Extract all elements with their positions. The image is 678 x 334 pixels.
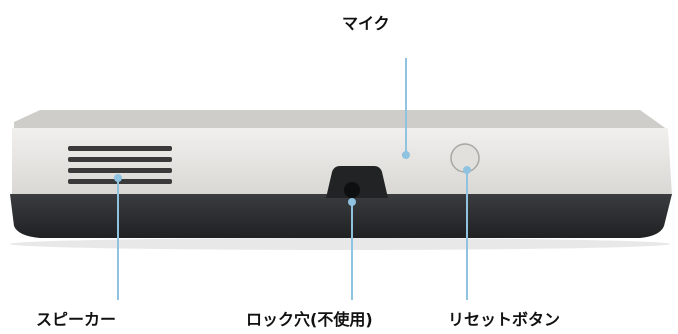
speaker-slot: [68, 157, 172, 162]
callout-lines: [114, 58, 471, 300]
speaker-slot: [68, 168, 172, 173]
device-base: [10, 194, 672, 238]
callout-dot-speaker: [114, 174, 122, 182]
lock-hole: [326, 166, 388, 198]
lock-hole-label: ロック穴(不使用): [246, 310, 373, 329]
device-top-surface: [14, 110, 668, 130]
device-shadow: [10, 238, 670, 250]
speaker-slot: [68, 146, 172, 151]
callout-dot-reset-button: [463, 166, 471, 174]
callout-dot-microphone: [402, 151, 410, 159]
speaker-slot: [68, 179, 172, 184]
callout-dot-lock-hole: [348, 198, 356, 206]
speaker-grille: [68, 146, 172, 184]
reset-button-label: リセットボタン: [448, 310, 561, 329]
microphone-label: マイク: [342, 14, 390, 33]
device-body: [12, 128, 672, 196]
speaker-label: スピーカー: [36, 310, 117, 329]
lock-hole-inner: [344, 182, 360, 198]
